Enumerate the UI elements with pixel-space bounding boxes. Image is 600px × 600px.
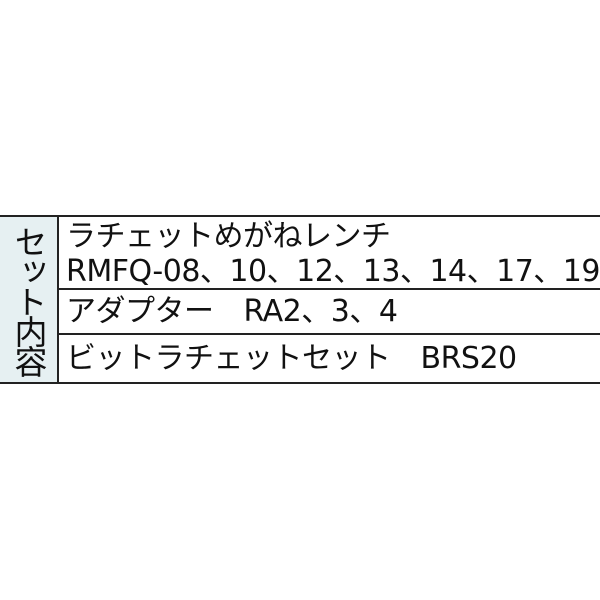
- item-name: ラチェットめがねレンチ: [66, 219, 391, 254]
- table-row-ratchet-wrench: ラチェットめがねレンチ RMFQ-08、10、12、13、14、17、19: [59, 217, 600, 290]
- item-name: ビットラチェットセット: [66, 341, 391, 376]
- table-row-adapter: アダプター RA2、3、4: [59, 290, 600, 335]
- item-model: BRS20: [420, 341, 518, 376]
- item-name: アダプター: [66, 294, 214, 329]
- set-contents-label-cell: セット内容: [0, 217, 59, 382]
- set-contents-rows: ラチェットめがねレンチ RMFQ-08、10、12、13、14、17、19 アダ…: [59, 217, 600, 382]
- set-contents-label: セット内容: [9, 224, 48, 375]
- table-row-bit-ratchet-set: ビットラチェットセット BRS20: [59, 335, 600, 382]
- item-model: RA2、3、4: [243, 294, 398, 329]
- item-model: RMFQ-08、10、12、13、14、17、19: [66, 254, 600, 289]
- set-contents-table: セット内容 ラチェットめがねレンチ RMFQ-08、10、12、13、14、17…: [0, 215, 600, 384]
